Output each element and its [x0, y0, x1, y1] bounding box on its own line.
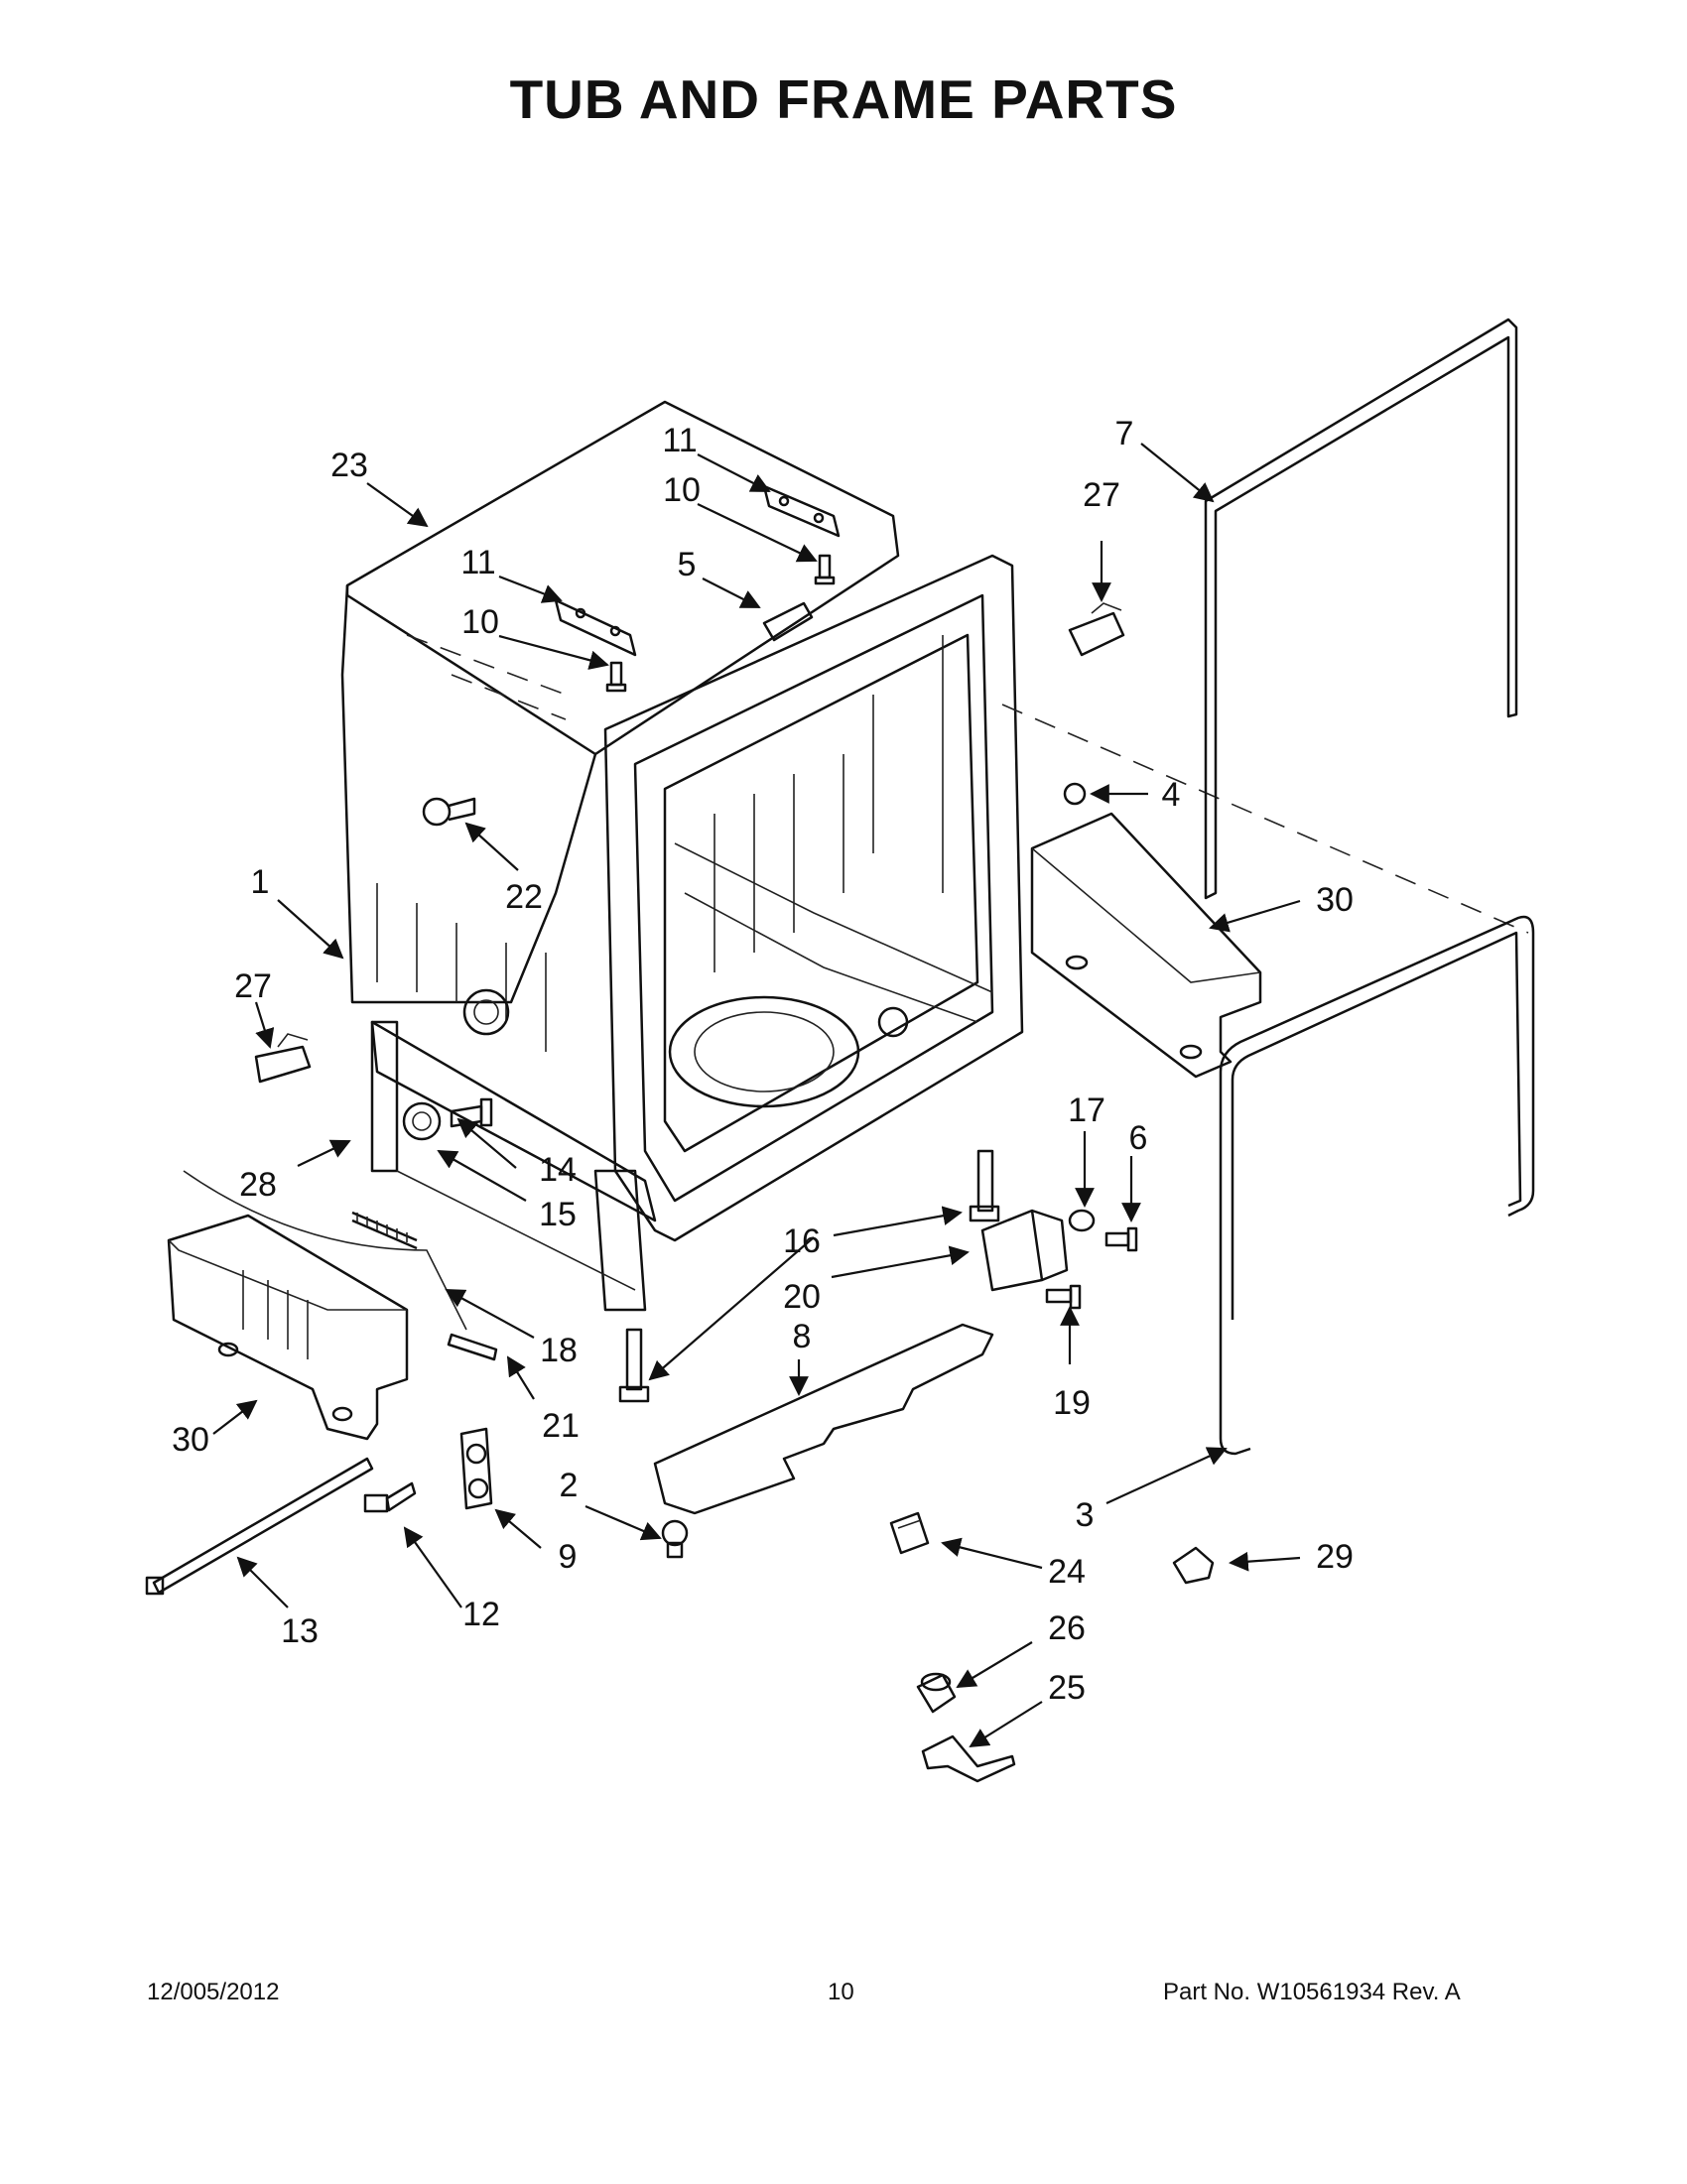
callout-1: 1	[251, 863, 270, 901]
bracket-25	[921, 1734, 1016, 1783]
callout-28: 28	[239, 1166, 277, 1204]
callout-15: 15	[539, 1196, 577, 1233]
callout-11-upper: 11	[662, 422, 697, 459]
screw-12	[363, 1481, 417, 1513]
screw-6	[1104, 1226, 1138, 1252]
callout-12: 12	[462, 1596, 500, 1633]
callout-8: 8	[793, 1318, 812, 1355]
callout-7: 7	[1115, 415, 1134, 452]
hinge-bracket-side	[554, 598, 637, 657]
drain-clamp	[402, 1101, 442, 1141]
callout-6: 6	[1129, 1119, 1148, 1157]
callout-26: 26	[1048, 1609, 1086, 1647]
footer-date: 12/005/2012	[147, 1979, 280, 2005]
callout-19: 19	[1053, 1384, 1091, 1422]
tub-clip	[762, 601, 814, 642]
callout-27-left: 27	[234, 967, 272, 1005]
plug-small	[1063, 782, 1087, 806]
callout-10-side: 10	[461, 603, 499, 641]
washer	[1068, 1209, 1096, 1232]
toe-panel-bracket	[653, 1323, 994, 1515]
callout-14: 14	[539, 1151, 577, 1189]
spring-link	[447, 1333, 498, 1361]
mounting-bracket	[980, 1209, 1069, 1292]
callout-29: 29	[1316, 1538, 1354, 1576]
callout-20: 20	[783, 1278, 821, 1316]
footer-part-number: Part No. W10561934 Rev. A	[1163, 1979, 1461, 2005]
callout-16: 16	[783, 1222, 821, 1260]
screw-upper	[814, 554, 836, 585]
page-title: TUB AND FRAME PARTS	[509, 68, 1178, 130]
dishwasher-tub	[340, 400, 1024, 1312]
callout-17: 17	[1068, 1092, 1105, 1129]
callout-10-upper: 10	[663, 471, 701, 509]
callout-23: 22	[505, 878, 543, 916]
screw-side	[605, 661, 627, 693]
plug-button	[422, 797, 476, 827]
callout-30-left: 30	[172, 1421, 209, 1459]
callout-5: 5	[678, 546, 697, 583]
callout-30-right: 30	[1316, 881, 1354, 919]
callout-27-upper: 27	[1083, 476, 1120, 514]
callout-24: 23	[330, 447, 368, 484]
latch-22	[889, 1511, 930, 1555]
insulation-panel-left	[167, 1214, 409, 1441]
clip-29	[1172, 1546, 1215, 1585]
door-gasket-strip	[1204, 318, 1518, 900]
callout-2: 2	[560, 1467, 579, 1504]
clip-2	[661, 1519, 689, 1559]
callout-9: 9	[559, 1538, 578, 1576]
hinge-bracket-upper	[762, 484, 841, 538]
callout-18: 18	[540, 1332, 578, 1369]
callout-22: 24	[1048, 1553, 1086, 1591]
screw-14	[450, 1097, 493, 1128]
bumper-upper	[1068, 602, 1125, 657]
footer-page-number: 10	[828, 1979, 854, 2005]
tub-gasket	[1219, 915, 1535, 1456]
bracket-26	[916, 1672, 957, 1714]
callout-21: 21	[542, 1407, 580, 1445]
callout-25: 25	[1048, 1669, 1086, 1707]
screw-19	[1045, 1284, 1082, 1310]
leveling-leg-right	[969, 1149, 1000, 1222]
bumper-left	[254, 1033, 312, 1084]
callout-4: 4	[1162, 776, 1181, 814]
leveling-leg-left	[618, 1328, 650, 1403]
callout-13: 13	[281, 1612, 319, 1650]
side-bracket	[459, 1427, 493, 1510]
cable-tie	[145, 1457, 374, 1596]
callout-11-side: 11	[460, 544, 495, 581]
callout-3: 3	[1076, 1496, 1095, 1534]
door-spring	[183, 1170, 467, 1331]
insulation-panel-right	[1030, 812, 1262, 1079]
